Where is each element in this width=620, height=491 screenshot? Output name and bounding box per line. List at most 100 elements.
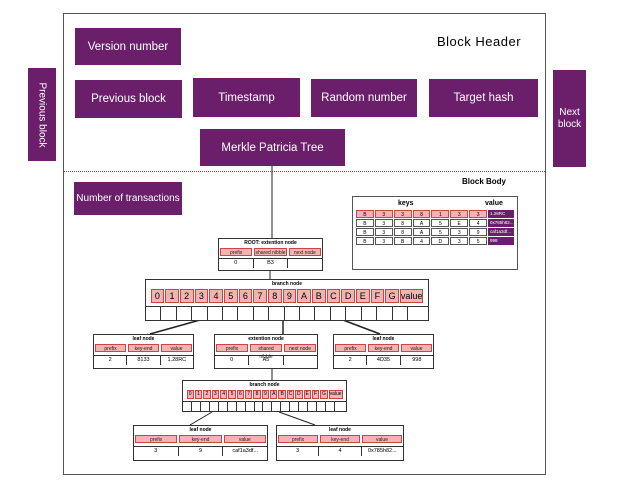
branch-node-cell: E: [355, 289, 370, 303]
ext-mid-title: extention node: [248, 336, 284, 342]
header-body-divider: [64, 171, 545, 172]
branch-small-slot: [272, 402, 282, 412]
branch-small-slot: [299, 402, 309, 412]
root-value-shared: B3: [254, 259, 289, 268]
leaf-left-value-key: 8133: [127, 356, 161, 365]
kv-value-cell: 998: [488, 237, 515, 245]
root-extension-node: ROOT: extention node prefix shared nibbl…: [218, 238, 323, 271]
root-node-title: ROOT: extention node: [244, 240, 297, 246]
block-header-title: Block Header: [437, 34, 522, 49]
branch-node-slot: [223, 307, 239, 321]
kv-key-cell: B: [356, 210, 374, 218]
branch-small-cell: A: [270, 390, 278, 399]
branch-small-slot: [290, 402, 300, 412]
leaf-left-values: 2 8133 1.28RC: [94, 355, 193, 365]
leaf-bl-value-prefix: 3: [134, 447, 179, 456]
leaf-br-value-key: 4: [319, 447, 362, 456]
leaf-node-bottom-right: leaf node prefix key-end value 3 4 0x785…: [276, 425, 404, 461]
branch-small-slot: [326, 402, 335, 412]
branch-small-slot: [281, 402, 291, 412]
next-block-side[interactable]: Next block: [553, 70, 586, 167]
timestamp-box: Timestamp: [193, 78, 300, 117]
leaf-right-value-value: 998: [412, 357, 422, 363]
branch-node-slot: [300, 307, 316, 321]
kv-key-cell: 3: [469, 210, 488, 218]
kv-key-cell: 3: [374, 210, 393, 218]
previous-block-side[interactable]: Previous block: [28, 68, 56, 161]
kv-key-cell: 5: [469, 237, 488, 245]
leaf-br-header-key: key-end: [320, 435, 360, 443]
leaf-left-value-prefix: 2: [94, 356, 128, 365]
branch-small-slot: [335, 402, 346, 412]
leaf-right-header-prefix: prefix: [335, 344, 366, 352]
branch-node-slot: [331, 307, 347, 321]
kv-key-cell: 3: [374, 219, 393, 227]
branch-small-slot: [317, 402, 326, 412]
kv-key-cell: 3: [450, 237, 469, 245]
leaf-right-value-key: 4D35: [367, 356, 401, 365]
branch-small-cell: G: [320, 390, 328, 399]
leaf-br-value-prefix: 3: [277, 447, 320, 456]
kv-key-cell: E: [450, 219, 469, 227]
branch-node-cell: 8: [267, 289, 282, 303]
branch-node-slot: [346, 307, 362, 321]
branch-small-cell: D: [295, 390, 303, 399]
branch-node-slot: [238, 307, 254, 321]
branch-node-slot: [315, 307, 331, 321]
branch-node-slot: [146, 307, 162, 321]
leaf-node-left: leaf node prefix key-end value 2 8133 1.…: [93, 334, 194, 369]
next-block-side-label: Next block: [557, 106, 582, 130]
branch-small-slot: [219, 402, 228, 412]
kv-key-cell: 1: [431, 210, 450, 218]
leaf-right-header-key: key-end: [368, 344, 399, 352]
branch-node-slot: [254, 307, 270, 321]
branch-small-cell: B: [278, 390, 286, 399]
block-body-title: Block Body: [462, 177, 507, 186]
branch-node-slot: [285, 307, 301, 321]
branch-node-cell: 1: [165, 289, 179, 303]
kv-key-cell: 5: [431, 219, 450, 227]
branch-small-cell: 4: [219, 390, 228, 399]
branch-node-slot: [269, 307, 285, 321]
branch-node-cell: C: [326, 289, 341, 303]
leaf-bl-header-prefix: prefix: [135, 435, 178, 443]
kv-key-cell: A: [412, 228, 431, 236]
branch-node-cell: D: [341, 289, 355, 303]
branch-main-slots: [146, 306, 428, 321]
kv-key-cell: 9: [469, 228, 488, 236]
branch-small-title: branch node: [249, 382, 280, 388]
ext-mid-value-shared: A5: [249, 356, 284, 365]
root-value-prefix: 0: [219, 259, 254, 268]
root-header-prefix: prefix: [220, 248, 253, 256]
branch-small-cell: 5: [228, 390, 236, 399]
leaf-left-title: leaf node: [132, 336, 155, 342]
kv-key-cell: 3: [374, 237, 393, 245]
kv-key-cell: 3: [374, 228, 393, 236]
branch-node-cell: G: [385, 289, 399, 303]
block-frame: [63, 13, 546, 475]
kv-key-cell: 3: [450, 228, 469, 236]
ext-mid-value-next: [284, 356, 317, 365]
kv-key-cell: 4: [469, 219, 488, 227]
branch-node-cell: 2: [179, 289, 194, 303]
leaf-bl-header-key: key-end: [179, 435, 222, 443]
keys-label: keys: [398, 200, 414, 207]
branch-node-slot: [362, 307, 378, 321]
kv-key-cell: 8: [412, 210, 431, 218]
branch-node-slot: [177, 307, 193, 321]
branch-node-cell: 7: [253, 289, 267, 303]
kv-key-cell: 8: [393, 219, 412, 227]
branch-node-cell: 5: [223, 289, 238, 303]
ext-mid-values: 0 A5: [215, 355, 317, 365]
root-value-next: [288, 259, 322, 268]
kv-value-cell: caf1a3df...: [488, 228, 515, 236]
ext-mid-header-next: next node: [284, 344, 316, 352]
num-transactions-box: Number of transactions: [74, 182, 182, 215]
leaf-bl-value-value: caf1a3df...: [232, 448, 259, 454]
leaf-left-header-value: value: [161, 344, 192, 352]
random-number-box: Random number: [311, 79, 417, 117]
kv-key-cell: 8: [393, 228, 412, 236]
